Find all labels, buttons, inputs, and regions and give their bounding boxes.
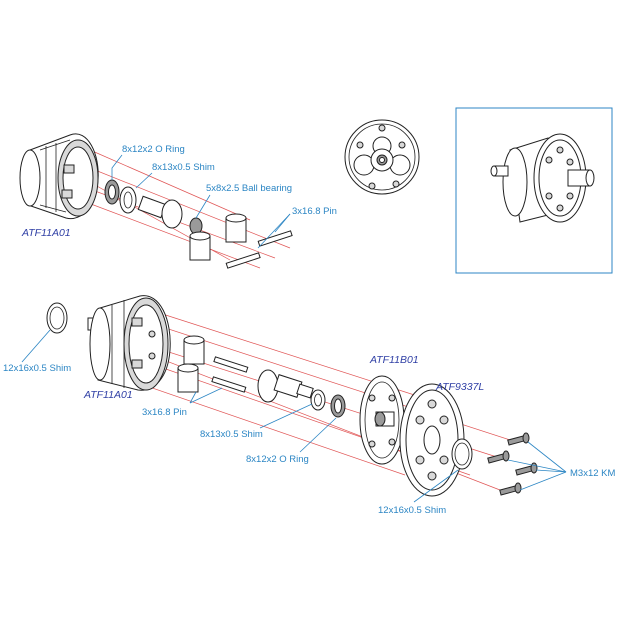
bottom-pin-label: 3x16.8 Pin	[142, 407, 187, 418]
top-oring-label: 8x12x2 O Ring	[122, 144, 185, 155]
bottom-shim-left-label: 12x16x0.5 Shim	[3, 363, 71, 374]
top-shaft-gear	[137, 195, 203, 235]
screw-2	[487, 450, 510, 464]
bottom-pin-1	[213, 356, 249, 373]
bottom-shim-mid-label: 8x13x0.5 Shim	[200, 429, 263, 440]
top-pin-1	[257, 230, 293, 247]
top-pin-2	[225, 252, 261, 269]
bottom-cover	[359, 375, 405, 465]
assembled-differential	[490, 133, 595, 223]
bottom-oring-label: 8x12x2 O Ring	[246, 454, 309, 465]
bottom-ring-gear	[399, 383, 465, 497]
top-housing-code: ATF11A01	[21, 227, 71, 239]
top-assembly: ATF11A01 8x12x2 O Ring 8x13x0.5 Shim 5x8…	[19, 133, 337, 269]
assembled-view-box	[455, 107, 613, 274]
top-pin-label: 3x16.8 Pin	[292, 206, 337, 217]
bottom-screw-label: M3x12 KM	[570, 468, 615, 479]
bottom-housing-code: ATF11A01	[83, 389, 133, 401]
bottom-assembly: 12x16x0.5 Shim ATF11A01 3x16.8 Pin 8x13x…	[3, 295, 615, 516]
bottom-cover-code: ATF11B01	[369, 354, 419, 366]
bottom-shim-right-label: 12x16x0.5 Shim	[378, 505, 446, 516]
top-housing	[19, 133, 99, 220]
screw-1	[507, 432, 530, 446]
bottom-planet-gear-1	[183, 335, 205, 365]
screw-3	[515, 462, 538, 476]
front-view	[344, 119, 420, 195]
bottom-shaft-gear	[257, 369, 314, 403]
top-shim-label: 8x13x0.5 Shim	[152, 162, 215, 173]
screw-4	[499, 482, 522, 496]
bottom-pin-2	[211, 376, 247, 393]
bottom-planet-gear-2	[177, 363, 199, 393]
top-planet-gear-1	[225, 213, 247, 243]
top-bearing-label: 5x8x2.5 Ball bearing	[206, 183, 292, 194]
top-shim	[119, 186, 137, 214]
bottom-shim-mid	[310, 389, 326, 411]
bottom-gear-code: ATF9337L	[435, 381, 484, 393]
top-planet-gear-2	[189, 231, 211, 261]
bottom-housing	[87, 295, 171, 391]
